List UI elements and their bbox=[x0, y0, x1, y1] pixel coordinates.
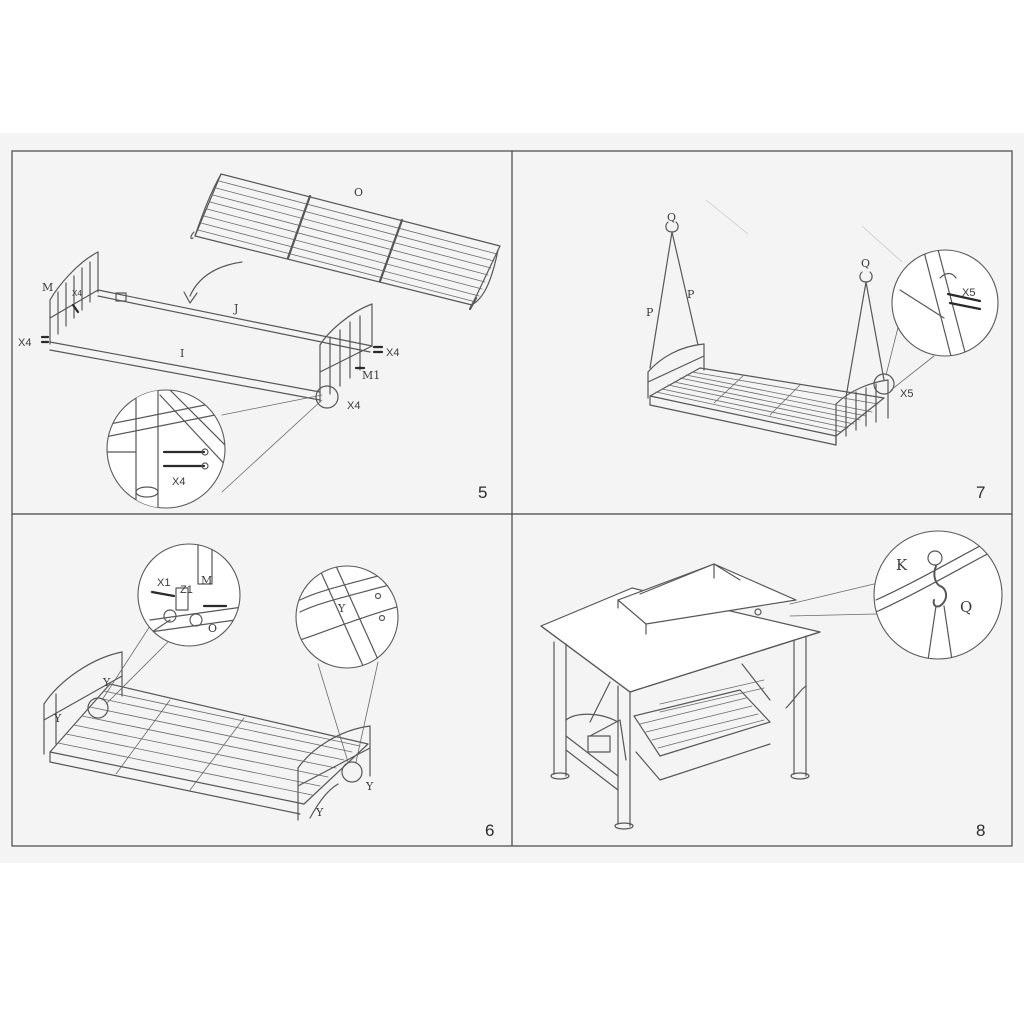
bolt-detail-magnifier bbox=[106, 389, 226, 509]
gazebo-canopy bbox=[540, 563, 821, 693]
step-number-8: 8 bbox=[976, 821, 985, 840]
zoom-lead-6a2 bbox=[105, 639, 171, 705]
label-strap-right-b: Y bbox=[315, 806, 324, 819]
rotation-arrow-head bbox=[183, 291, 198, 304]
panel-grid bbox=[11, 150, 1013, 847]
swing-seat bbox=[647, 343, 889, 446]
strap-detail-magnifier bbox=[295, 565, 399, 669]
label-s-hook: Q bbox=[960, 598, 972, 616]
zoom-lead-8a bbox=[789, 583, 875, 605]
label-bolts-corner: X4 bbox=[347, 400, 360, 412]
zoom-lead-6a1 bbox=[101, 625, 151, 701]
step-number-7: 7 bbox=[976, 483, 985, 502]
step-number-6: 6 bbox=[485, 821, 494, 840]
label-bolts-side: X5 bbox=[900, 388, 913, 400]
hinge-detail-magnifier bbox=[137, 543, 241, 647]
zoom-lead-top bbox=[221, 394, 323, 416]
label-bolts-right: X4 bbox=[386, 347, 399, 359]
zoom-source bbox=[315, 385, 339, 409]
zoom-lead-8b bbox=[789, 613, 877, 617]
label-rear-bar: J bbox=[233, 302, 238, 315]
seat-assembly bbox=[43, 651, 371, 821]
gazebo-swing bbox=[587, 663, 771, 781]
zoom-lead-6b1 bbox=[317, 663, 349, 763]
bolt-marks bbox=[40, 303, 384, 370]
label-bolts-left: X4 bbox=[18, 337, 31, 349]
base-frame bbox=[49, 251, 373, 403]
panel-step-5: O J I M X4 X4 X4 M1 X4 X4 5 bbox=[18, 173, 501, 509]
label-strap-right-a: Y bbox=[365, 780, 374, 793]
panel-step-6: Y Y Y Y Y X1 Z1 M O 6 bbox=[43, 543, 494, 840]
label-backrest: O bbox=[354, 186, 363, 199]
label-chain-left: P bbox=[646, 306, 654, 319]
label-strap-left: Y bbox=[53, 712, 62, 725]
hanging-chains bbox=[649, 221, 885, 398]
label-strap-left-top: Y bbox=[102, 676, 111, 689]
label-chain-right: P bbox=[687, 288, 695, 301]
bolt-detail-magnifier-7 bbox=[891, 249, 999, 357]
gazebo-frame bbox=[550, 635, 810, 830]
label-strap-detail: Y bbox=[337, 602, 346, 615]
zoom-lead-6b2 bbox=[355, 661, 379, 763]
zoom-source-7 bbox=[873, 373, 895, 395]
label-bolts-detail: X4 bbox=[172, 476, 185, 488]
label-armrest: M bbox=[42, 281, 53, 294]
panel-step-7: Q Q P P X5 X5 7 bbox=[646, 199, 999, 502]
backrest-frame bbox=[190, 173, 501, 311]
label-bolt-detail: X1 bbox=[157, 577, 170, 589]
label-front-bar: I bbox=[180, 347, 184, 360]
zoom-lead-7b bbox=[890, 355, 935, 391]
label-arm-detail: M bbox=[201, 574, 212, 587]
ghost-lines bbox=[705, 199, 903, 263]
step-number-5: 5 bbox=[478, 483, 487, 502]
zoom-source-6b bbox=[341, 761, 363, 783]
label-washer-detail: Z1 bbox=[180, 584, 193, 596]
label-bolts-detail-7: X5 bbox=[962, 287, 975, 299]
label-hanger-ring: K bbox=[896, 556, 908, 574]
label-hook-right: Q bbox=[861, 257, 870, 270]
zoom-source-6a bbox=[87, 697, 109, 719]
zoom-lead-bottom bbox=[221, 399, 323, 493]
label-arm-bolt: M1 bbox=[362, 369, 380, 382]
label-hook-left: Q bbox=[667, 211, 676, 224]
label-bolts-left-small: X4 bbox=[72, 289, 82, 298]
label-backrest-detail: O bbox=[208, 622, 217, 635]
panel-step-8: K Q 8 bbox=[540, 530, 1003, 840]
rotation-arrow bbox=[189, 261, 243, 297]
